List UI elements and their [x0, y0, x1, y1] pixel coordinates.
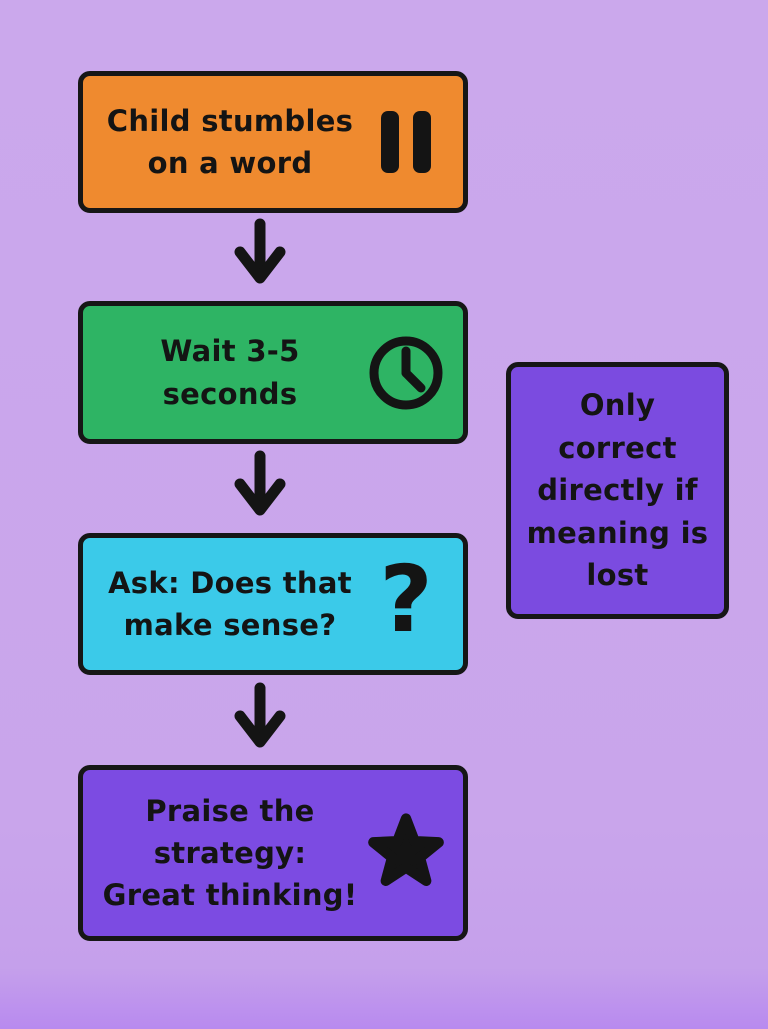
flow-step-ask: Ask: Does that make sense? ? [78, 533, 468, 675]
arrow-down-icon [234, 450, 286, 516]
pause-icon [363, 111, 449, 173]
question-mark-icon: ? [363, 554, 449, 650]
step-wait-label: Wait 3-5 seconds [160, 334, 300, 411]
star-icon [363, 805, 449, 901]
step-praise-label: Praise the strategy: Great thinking! [102, 793, 358, 913]
clock-icon [363, 332, 449, 414]
clock-icon-svg [369, 336, 443, 409]
note-only-correct: Only correct directly if meaning is lost [506, 362, 729, 619]
note-text: Only correct directly if meaning is lost [526, 387, 709, 593]
pause-bar-left [381, 111, 399, 173]
pause-icon-bars [381, 111, 431, 173]
step-stumble-label: Child stumbles on a word [106, 103, 354, 180]
pause-bar-right [413, 111, 431, 173]
flow-step-wait: Wait 3-5 seconds [78, 301, 468, 444]
step-ask-label: Ask: Does that make sense? [108, 565, 352, 642]
arrow-down-icon [234, 218, 286, 284]
star-icon-svg [368, 813, 444, 887]
question-mark-glyph: ? [379, 546, 433, 653]
flow-step-stumble: Child stumbles on a word [78, 71, 468, 213]
arrow-down-icon [234, 682, 286, 748]
flow-step-praise: Praise the strategy: Great thinking! [78, 765, 468, 941]
